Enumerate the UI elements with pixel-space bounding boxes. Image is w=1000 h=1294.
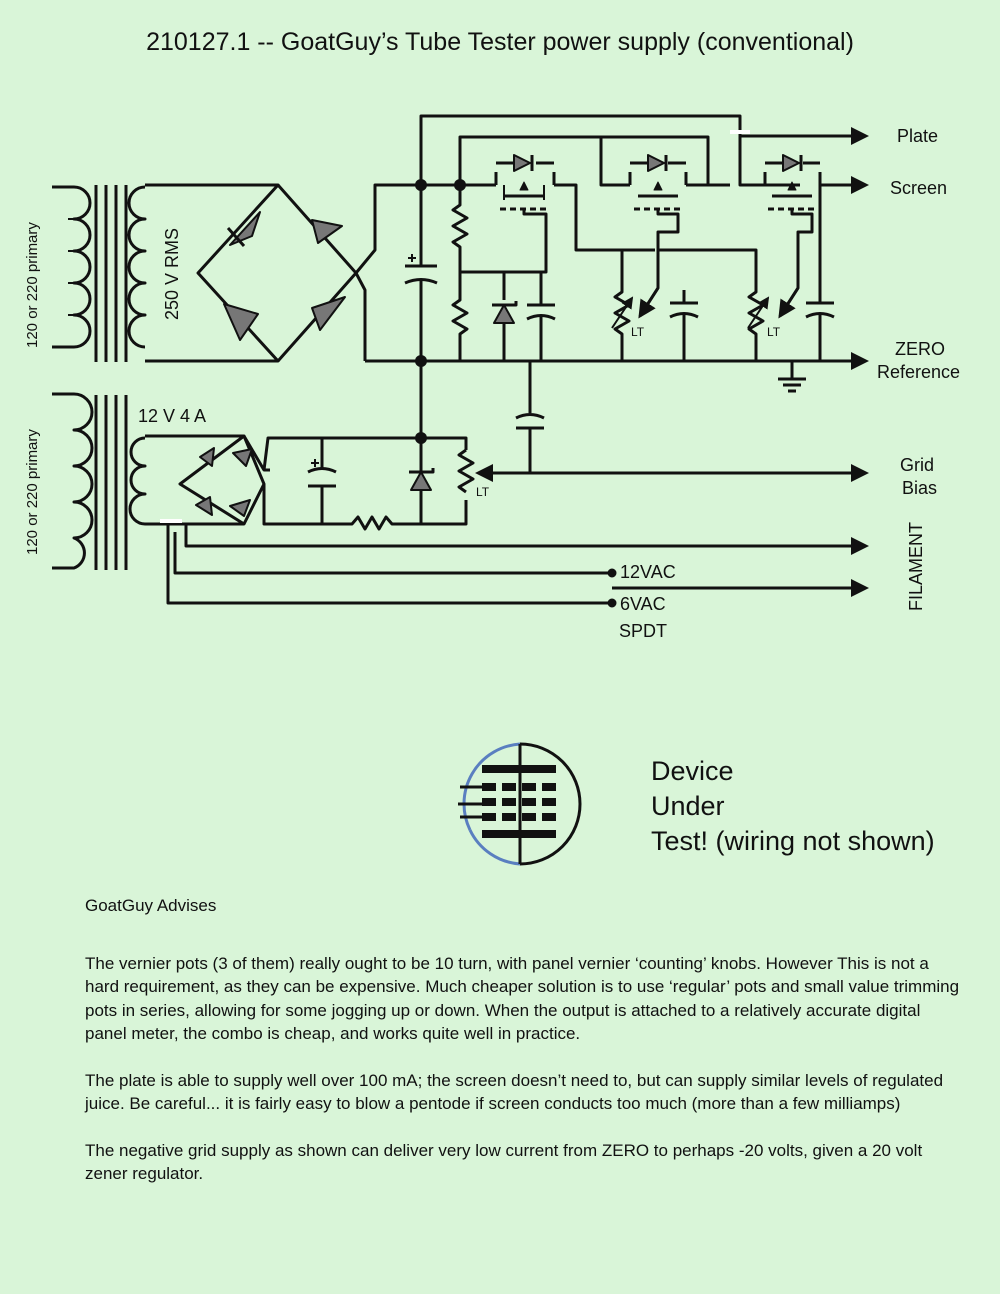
hv-bridge-rectifier (223, 184, 358, 362)
filament-wire (184, 524, 869, 555)
tube-symbol (458, 742, 582, 866)
lt-label-1: LT (631, 325, 645, 339)
plate-label: Plate (897, 126, 939, 146)
vernier-pot-1 (576, 248, 631, 361)
secondary-coil-hv (127, 185, 147, 349)
primary-label-bottom: 120 or 220 primary (24, 429, 41, 555)
hv-secondary-wires (145, 183, 280, 363)
dut-line-1: Device (651, 756, 734, 786)
grid-bias-pot (457, 448, 475, 494)
zener-node (460, 270, 506, 300)
spdt-label: SPDT (619, 621, 668, 641)
lt-label-3: LT (476, 485, 490, 499)
grid-label-line1: Grid (900, 455, 935, 475)
advice-heading: GoatGuy Advises (85, 896, 217, 915)
secondary-coil-lv (128, 436, 147, 526)
primary-coil-bottom (52, 392, 94, 570)
mosfet-regulator-3 (740, 154, 822, 317)
mosfet-regulator-2 (612, 154, 708, 317)
lt-label-2: LT (767, 325, 781, 339)
advice-paragraph-2: The plate is able to supply well over 10… (85, 1070, 944, 1114)
lv-secondary-wires (145, 434, 246, 526)
screen-label: Screen (890, 178, 948, 198)
reference-divider-resistors (451, 185, 469, 361)
rail-to-reg1 (421, 135, 612, 187)
bias-zener (409, 438, 435, 524)
lv-bridge-rectifier (195, 435, 270, 525)
filament-6v-wire (166, 524, 610, 605)
filament-label: FILAMENT (906, 521, 926, 611)
ground-symbol (778, 361, 806, 393)
vac6-label: 6VAC (620, 594, 666, 614)
transformer-core-top (94, 185, 128, 362)
secondary-lv-label: 12 V 4 A (138, 406, 207, 426)
bias-filter-capacitor (307, 438, 337, 524)
vernier-pot-2 (658, 248, 765, 361)
secondary-hv-label: 250 V RMS (162, 227, 182, 320)
reference-capacitor (526, 272, 556, 361)
zero-label-line2: Reference (877, 362, 961, 382)
mosfet-regulator-1 (460, 154, 655, 274)
plate-rail (419, 114, 800, 187)
rail-to-reg2 (601, 135, 730, 187)
hv-positive-wire (354, 183, 421, 274)
pot2-filter-capacitor (805, 185, 835, 361)
pot1-filter-capacitor (669, 290, 699, 361)
advice-section: GoatGuy Advises The vernier pots (3 of t… (85, 894, 965, 1209)
spdt-contact-6v (607, 598, 617, 608)
dut-line-3: Test! (wiring not shown) (651, 826, 935, 856)
filament-12v-wire (173, 532, 610, 575)
bias-negative-wire (262, 484, 468, 531)
zero-label-line1: ZERO (895, 339, 946, 359)
primary-label-top: 120 or 220 primary (24, 222, 41, 348)
grid-label-line2: Bias (902, 478, 938, 498)
grid-coupling-capacitor (515, 361, 545, 473)
primary-coil-top (52, 185, 92, 349)
advice-paragraph-1: The vernier pots (3 of them) really ough… (85, 953, 960, 1044)
spdt-contact-12v (607, 568, 617, 578)
reference-zener (492, 301, 518, 361)
junction-dots (415, 179, 466, 444)
hv-negative-wire (354, 272, 367, 361)
page-title: 210127.1 -- GoatGuy’s Tube Tester power … (146, 28, 854, 56)
vac12-label: 12VAC (620, 562, 676, 582)
advice-paragraph-3: The negative grid supply as shown can de… (85, 1140, 923, 1184)
reservoir-capacitor (404, 185, 438, 361)
dut-line-2: Under (651, 791, 725, 821)
bias-positive-wire (262, 436, 468, 471)
transformer-core-bottom (94, 395, 128, 570)
